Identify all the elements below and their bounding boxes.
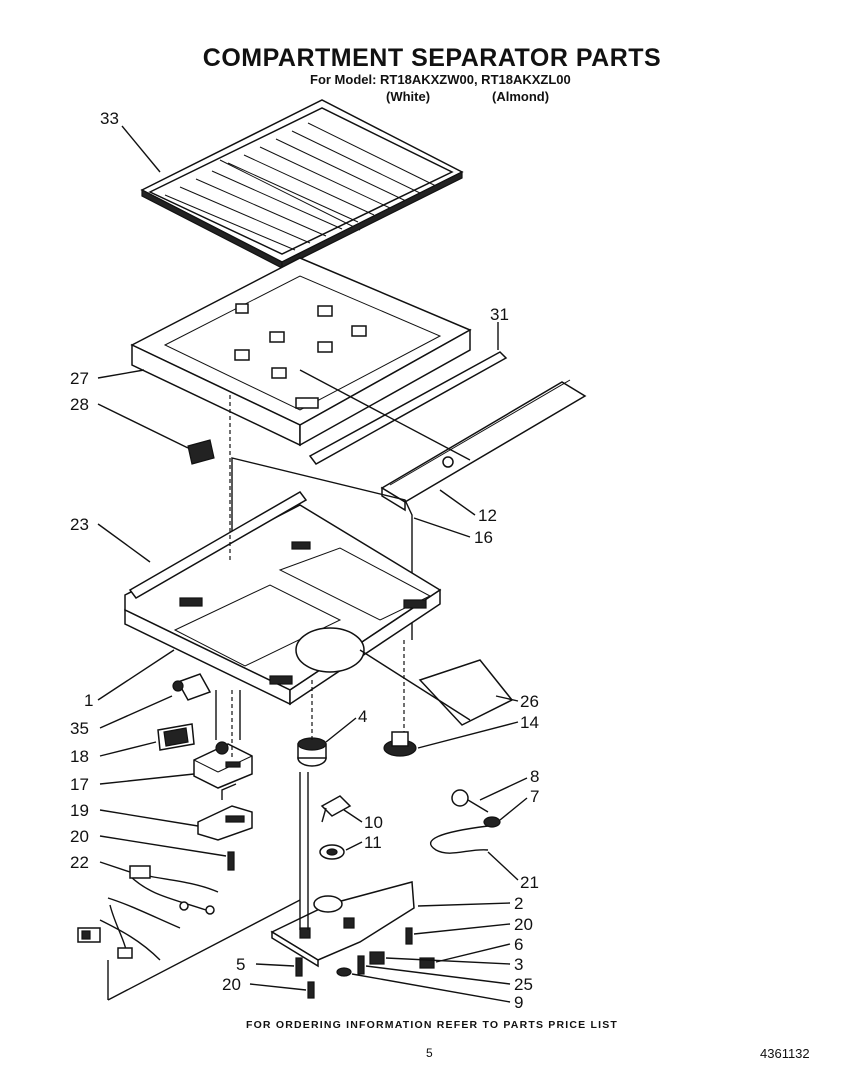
callout-28: 28 xyxy=(70,395,89,414)
part-23-separator-frame xyxy=(124,491,442,706)
callout-20-left: 20 xyxy=(70,827,89,846)
part-4-thermostat xyxy=(297,737,327,767)
part-2-base xyxy=(270,881,415,968)
ordering-note: FOR ORDERING INFORMATION REFER TO PARTS … xyxy=(245,1019,619,1031)
callout-20-right: 20 xyxy=(514,915,533,934)
part-27-separator-cover xyxy=(130,257,472,447)
part-14-grommet xyxy=(383,731,417,757)
callout-10: 10 xyxy=(364,813,383,832)
assembly-lines xyxy=(107,369,471,1001)
callout-17: 17 xyxy=(70,775,89,794)
part-35-damper xyxy=(172,673,212,701)
variant-almond: (Almond) xyxy=(492,89,550,104)
part-12-channel xyxy=(380,379,587,512)
part-20-screw-right xyxy=(405,927,413,945)
part-6-connector xyxy=(419,957,435,969)
model-line: For Model: RT18AKXZW00, RT18AKXZL00 xyxy=(310,72,571,87)
callout-14: 14 xyxy=(520,713,539,732)
callout-23: 23 xyxy=(70,515,89,534)
variant-white: (White) xyxy=(386,89,431,104)
part-3-connector xyxy=(369,951,385,965)
callout-5: 5 xyxy=(236,955,245,974)
callout-11: 11 xyxy=(364,833,382,852)
callout-2: 2 xyxy=(514,894,523,913)
part-5-screw xyxy=(295,957,303,977)
callout-31: 31 xyxy=(490,305,509,324)
callout-20-bottom: 20 xyxy=(222,975,241,994)
page-title: COMPARTMENT SEPARATOR PARTS xyxy=(202,44,662,72)
part-25-screw xyxy=(357,955,365,975)
document-number: 4361132 xyxy=(760,1046,810,1061)
part-10-switch xyxy=(320,795,352,823)
part-33-shelf xyxy=(140,99,464,269)
callout-18: 18 xyxy=(70,747,89,766)
part-26-pad xyxy=(418,659,514,726)
callout-25: 25 xyxy=(514,975,533,994)
part-8-ring-terminal xyxy=(451,789,489,813)
part-11-washer xyxy=(319,844,345,860)
part-28-clip xyxy=(187,439,215,465)
callout-19: 19 xyxy=(70,801,89,820)
callout-4: 4 xyxy=(358,707,367,726)
part-7-clip xyxy=(483,816,501,828)
callout-22: 22 xyxy=(70,853,89,872)
part-19-bracket xyxy=(197,783,253,841)
part-31-strip xyxy=(308,351,508,465)
callout-35: 35 xyxy=(70,719,89,738)
callout-3: 3 xyxy=(514,955,523,974)
callout-1: 1 xyxy=(84,691,93,710)
part-20-screw-bottom xyxy=(307,981,315,999)
callout-21: 21 xyxy=(520,873,539,892)
callout-8: 8 xyxy=(530,767,539,786)
callout-9: 9 xyxy=(514,993,523,1012)
part-18-gasket xyxy=(157,723,195,751)
callout-33: 33 xyxy=(100,109,119,128)
callout-7: 7 xyxy=(530,787,539,806)
callout-labels: 33 31 27 28 12 16 23 1 26 14 4 35 18 17 … xyxy=(70,109,539,1012)
part-21-sensor-wire xyxy=(429,825,489,854)
page-number: 5 xyxy=(426,1046,433,1060)
callout-16: 16 xyxy=(474,528,493,547)
callout-12: 12 xyxy=(478,506,497,525)
part-22-harness xyxy=(77,865,219,961)
part-16-wire xyxy=(231,457,413,640)
part-20-screw-left xyxy=(227,851,235,871)
part-17-housing xyxy=(193,741,253,789)
part-9-washer xyxy=(336,967,352,977)
leader-lines xyxy=(97,125,528,1003)
callout-6: 6 xyxy=(514,935,523,954)
callout-27: 27 xyxy=(70,369,89,388)
callout-26: 26 xyxy=(520,692,539,711)
